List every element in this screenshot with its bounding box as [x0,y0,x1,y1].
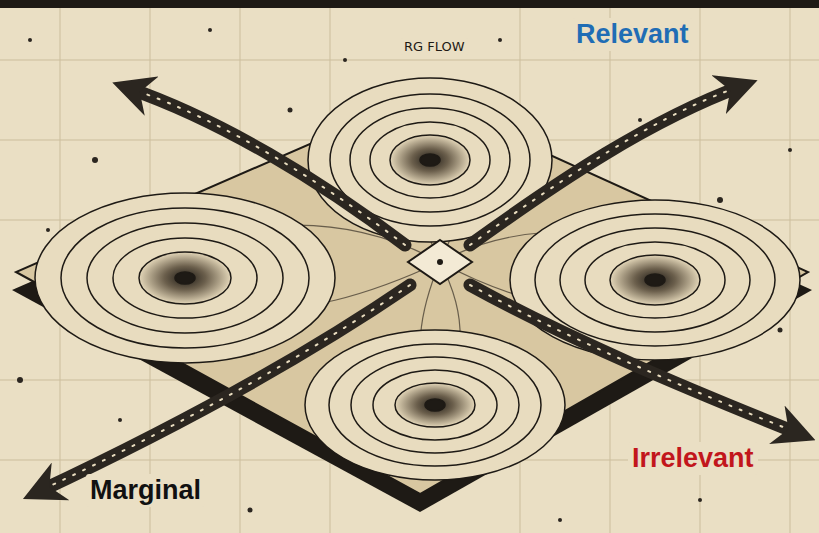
illustration-title: RG FLOW [400,38,469,55]
relevant-label: Relevant [572,18,693,51]
marginal-label: Marginal [86,474,205,507]
irrelevant-label: Irrelevant [628,442,758,475]
